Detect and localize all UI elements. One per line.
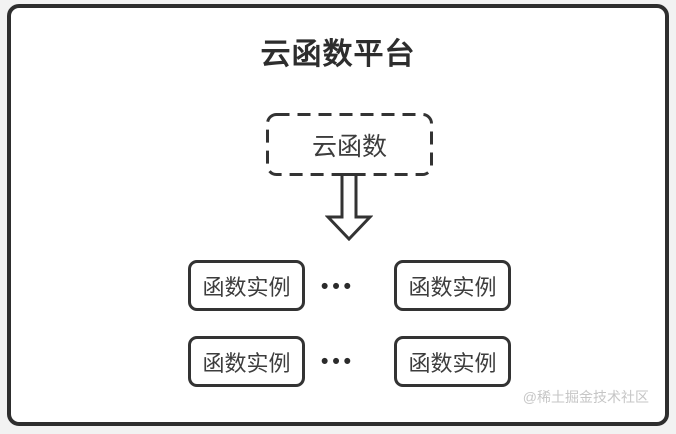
down-arrow-icon — [325, 173, 373, 241]
watermark: @稀土掘金技术社区 — [522, 389, 649, 405]
function-instance-box: 函数实例 — [188, 336, 305, 387]
function-instance-label: 函数实例 — [408, 350, 497, 376]
diagram-title: 云函数平台 — [260, 38, 416, 71]
function-instance-box: 函数实例 — [394, 260, 511, 311]
dashed-border-rect — [266, 113, 433, 176]
function-instance-label: 函数实例 — [202, 274, 291, 300]
function-instance-label: 函数实例 — [202, 350, 291, 376]
ellipsis-dots: ••• — [320, 275, 356, 298]
diagram-frame: 云函数平台 云函数 函数实例 ••• 函数实例 函数实例 ••• 函数实例 @稀… — [7, 4, 669, 426]
cloud-function-node: 云函数 — [266, 113, 433, 176]
function-instance-box: 函数实例 — [394, 336, 511, 387]
function-instance-label: 函数实例 — [408, 274, 497, 300]
function-instance-box: 函数实例 — [188, 260, 305, 311]
ellipsis-dots: ••• — [320, 350, 356, 373]
cloud-function-label: 云函数 — [311, 132, 387, 161]
